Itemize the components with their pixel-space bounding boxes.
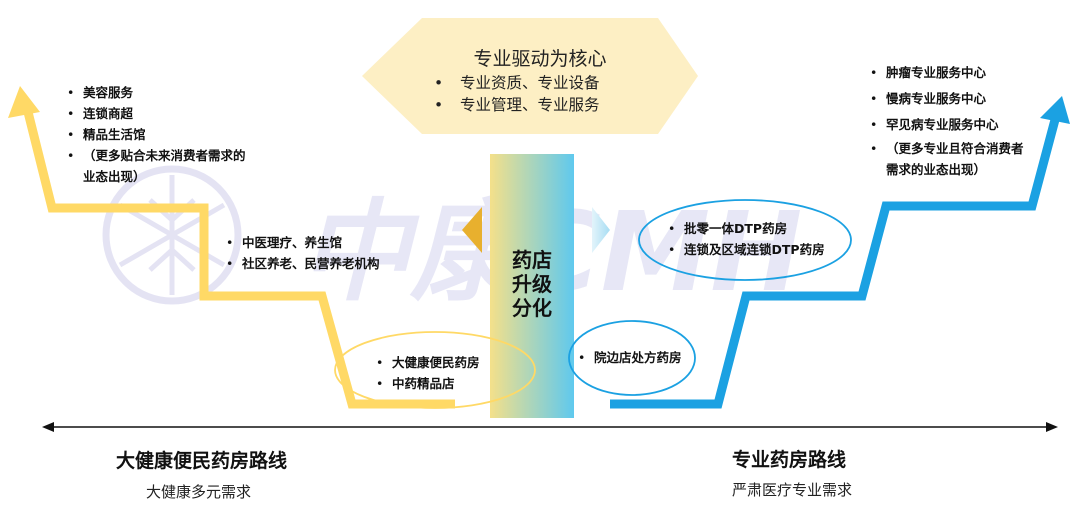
list-item: （更多专业且符合消费者需求的业态出现） xyxy=(866,138,1031,180)
list-item: （更多贴合未来消费者需求的业态出现） xyxy=(63,145,253,187)
list-item: 院边店处方药房 xyxy=(574,347,704,368)
right-route-subtitle: 严肃医疗专业需求 xyxy=(732,481,853,499)
list-item: 慢病专业服务中心 xyxy=(866,86,1031,112)
left-low-ellipse xyxy=(334,331,536,409)
left-route-path xyxy=(21,102,455,409)
right-direction-triangle xyxy=(592,207,610,253)
list-item: 大健康便民药房 xyxy=(372,352,522,373)
list-item: 中药精品店 xyxy=(372,373,522,394)
list-item: 精品生活馆 xyxy=(63,124,253,145)
bottom-axis-right-arrow xyxy=(1046,422,1058,432)
left-route-subtitle: 大健康多元需求 xyxy=(146,483,252,501)
right-mid-list: 批零一体DTP药房 连锁及区域连锁DTP药房 xyxy=(664,218,854,260)
core-item-list: 专业资质、专业设备 专业管理、专业服务 xyxy=(432,72,600,116)
center-upgrade-label: 药店 升级 分化 xyxy=(492,248,572,320)
center-label-line: 药店 xyxy=(512,248,552,272)
right-low-list: 院边店处方药房 xyxy=(574,347,704,368)
left-direction-triangle xyxy=(462,207,482,253)
list-item: 中医理疗、养生馆 xyxy=(222,232,442,253)
list-item: 美容服务 xyxy=(63,82,253,103)
left-route-arrowhead xyxy=(8,86,40,118)
bottom-axis-left-arrow xyxy=(42,422,54,432)
list-item: 批零一体DTP药房 xyxy=(664,218,854,239)
center-label-line: 升级 xyxy=(512,272,552,296)
list-item: 社区养老、民营养老机构 xyxy=(222,253,442,274)
right-route-arrowhead xyxy=(1040,96,1070,124)
right-top-list: 肿瘤专业服务中心 慢病专业服务中心 罕见病专业服务中心 （更多专业且符合消费者需… xyxy=(866,60,1031,180)
list-item: 连锁商超 xyxy=(63,103,253,124)
core-item: 专业资质、专业设备 xyxy=(432,72,600,94)
list-item: 连锁及区域连锁DTP药房 xyxy=(664,239,854,260)
right-route-title: 专业药房路线 xyxy=(732,449,847,471)
center-label-line: 分化 xyxy=(512,296,552,320)
left-top-list: 美容服务 连锁商超 精品生活馆 （更多贴合未来消费者需求的业态出现） xyxy=(63,82,253,187)
list-item: 肿瘤专业服务中心 xyxy=(866,60,1031,86)
left-mid-list: 中医理疗、养生馆 社区养老、民营养老机构 xyxy=(222,232,442,274)
right-route-path xyxy=(610,114,1061,409)
list-item: 罕见病专业服务中心 xyxy=(866,112,1031,138)
watermark-logo xyxy=(102,165,242,305)
core-item: 专业管理、专业服务 xyxy=(432,94,600,116)
core-title: 专业驱动为核心 xyxy=(473,48,607,70)
left-route-title: 大健康便民药房路线 xyxy=(116,450,288,472)
left-low-list: 大健康便民药房 中药精品店 xyxy=(372,352,522,394)
